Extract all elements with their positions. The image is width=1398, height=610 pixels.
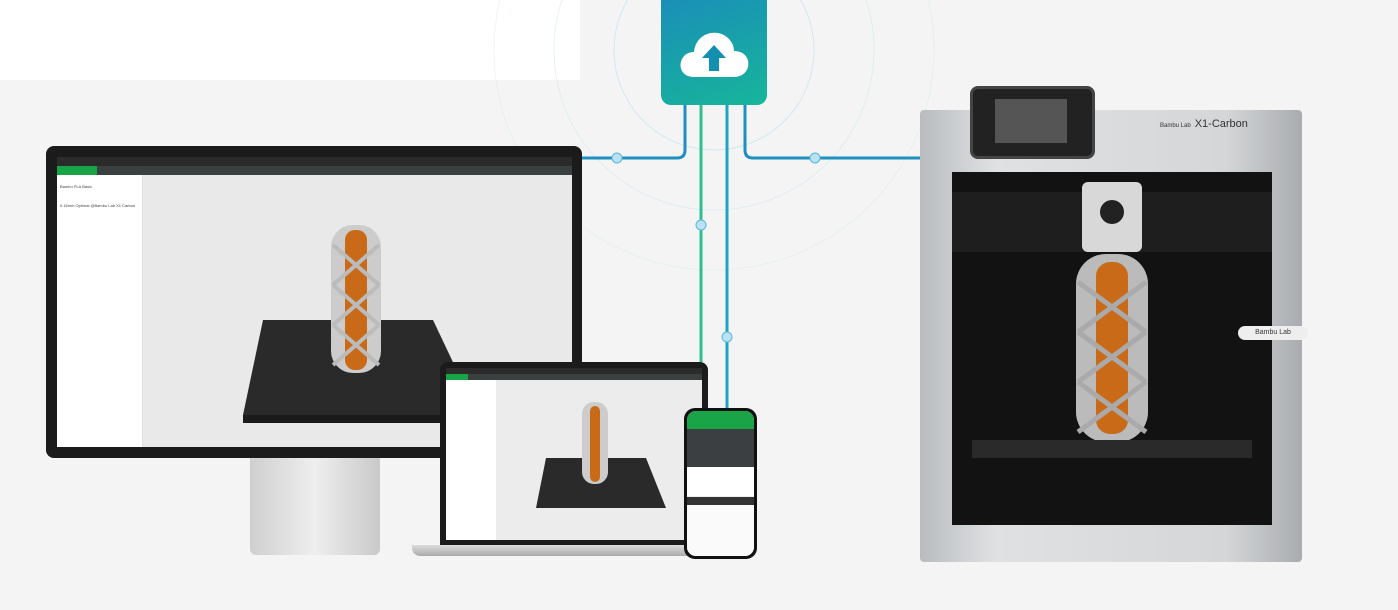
print-chamber xyxy=(952,172,1272,525)
tab-bar xyxy=(57,166,572,175)
monitor-stand xyxy=(250,458,380,555)
process-preset[interactable]: 0.16mm Optimal @Bambu Lab X1 Carbon xyxy=(60,203,136,208)
laptop xyxy=(440,362,708,546)
smartphone xyxy=(684,408,757,559)
cloud-upload-button[interactable] xyxy=(661,0,767,105)
title-bar xyxy=(57,157,572,166)
background-panel xyxy=(0,0,580,80)
printer-touchscreen[interactable] xyxy=(970,86,1095,159)
slicer-app-screen: Bambu PLA Basic 0.16mm Optimal @Bambu La… xyxy=(57,157,572,447)
side-brand-tag: Bambu Lab xyxy=(1238,326,1308,340)
laptop-base xyxy=(412,545,736,556)
laptop-slicer-screen xyxy=(446,368,702,540)
mobile-app-screen xyxy=(687,411,754,556)
cloud-upload-icon xyxy=(680,32,749,77)
model-name: X1-Carbon xyxy=(1194,118,1248,130)
filament-label: Bambu PLA Basic xyxy=(60,184,93,189)
settings-sidebar: Bambu PLA Basic 0.16mm Optimal @Bambu La… xyxy=(57,175,143,447)
tab-prepare[interactable] xyxy=(57,166,97,175)
build-plate-view xyxy=(243,225,478,423)
